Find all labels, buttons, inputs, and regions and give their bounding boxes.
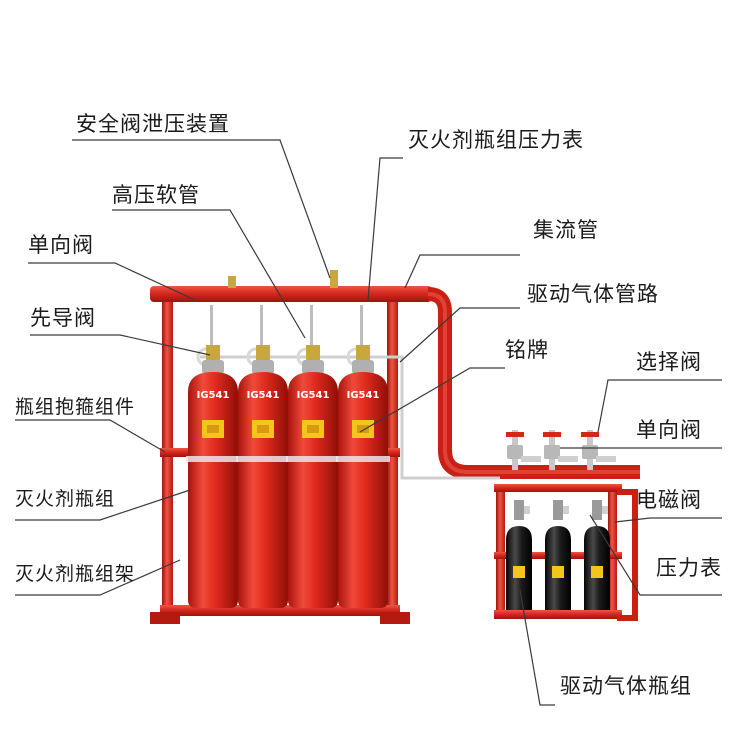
label-agent-cylinders: 灭火剂瓶组 [15,488,116,510]
drive-nameplate [552,566,564,578]
nameplate-mark [307,425,319,433]
check-valve [558,456,578,462]
drive-gas-cylinder [584,500,610,610]
cylinder-valve [252,360,274,374]
cylinder-model-label: IG541 [297,390,330,401]
agent-cylinder: IG541 [236,305,290,608]
label-check-valve-right: 单向阀 [636,418,702,442]
selector-handle [543,432,561,437]
pilot-valve [356,345,370,361]
solenoid-valve [553,500,563,520]
nameplate-mark [207,425,219,433]
selector-valve [543,430,578,470]
cylinder-model-label: IG541 [197,390,230,401]
cylinder-model-label: IG541 [247,390,280,401]
solenoid-valve [592,500,602,520]
high-pressure-hose [210,305,213,350]
label-solenoid-valve: 电磁阀 [636,488,702,512]
cylinder-clamp [336,456,390,462]
cylinder-body [338,372,388,608]
label-nameplate: 铭牌 [505,338,549,362]
agent-cylinder: IG541 [286,305,340,608]
selector-handle [581,432,599,437]
agent-cylinder: IG541 [336,305,390,608]
cylinder-valve [352,360,374,374]
drive-gas-cylinder [545,500,571,610]
solenoid-valve [514,500,524,520]
label-safety-relief: 安全阀泄压装置 [76,112,230,136]
check-valve [521,456,541,462]
label-agent-pressure-gauge: 灭火剂瓶组压力表 [408,128,584,152]
drive-nameplate [513,566,525,578]
drive-gas-pipe [200,355,500,480]
label-cylinder-clamp: 瓶组抱箍组件 [15,396,136,418]
cylinder-clamp [286,456,340,462]
pilot-valve [306,345,320,361]
high-pressure-hose [310,305,313,350]
cylinder-body [288,372,338,608]
label-pressure-gauge: 压力表 [656,556,722,580]
high-pressure-hose [260,305,263,350]
cylinder-valve [202,360,224,374]
manifold-pipe [150,270,640,479]
agent-cylinders: IG541 IG541 IG541 IG541 [186,305,390,608]
selector-valve [581,430,616,470]
label-drive-gas-pipe: 驱动气体管路 [527,282,659,306]
agent-cylinder: IG541 [186,305,240,608]
label-drive-gas-cylinders: 驱动气体瓶组 [560,674,692,698]
cylinder-model-label: IG541 [347,390,380,401]
cylinder-body [238,372,288,608]
pilot-valve [206,345,220,361]
drive-nameplate [591,566,603,578]
high-pressure-hose [360,305,363,350]
pressure-gauge [524,506,530,514]
label-high-pressure-hose: 高压软管 [112,183,200,207]
cylinder-clamp [236,456,290,462]
selector-body [582,445,598,459]
selector-valve [506,430,541,470]
selector-body [544,445,560,459]
pressure-gauge [602,506,608,514]
nameplate-mark [257,425,269,433]
label-selector-valve: 选择阀 [636,350,702,374]
label-manifold: 集流管 [533,218,599,242]
cylinder-body [188,372,238,608]
leader-lines [15,139,722,706]
cylinder-clamp [186,456,240,462]
label-cylinder-rack: 灭火剂瓶组架 [15,563,136,585]
drive-gas-rack [494,430,638,621]
selector-body [507,445,523,459]
check-valve [596,456,616,462]
pressure-gauge [563,506,569,514]
label-pilot-valve: 先导阀 [30,306,96,330]
drive-gas-cylinder [506,500,532,610]
nameplate-mark [357,425,369,433]
pilot-valve [256,345,270,361]
label-check-valve-left: 单向阀 [28,233,94,257]
selector-handle [506,432,524,437]
cylinder-valve [302,360,324,374]
